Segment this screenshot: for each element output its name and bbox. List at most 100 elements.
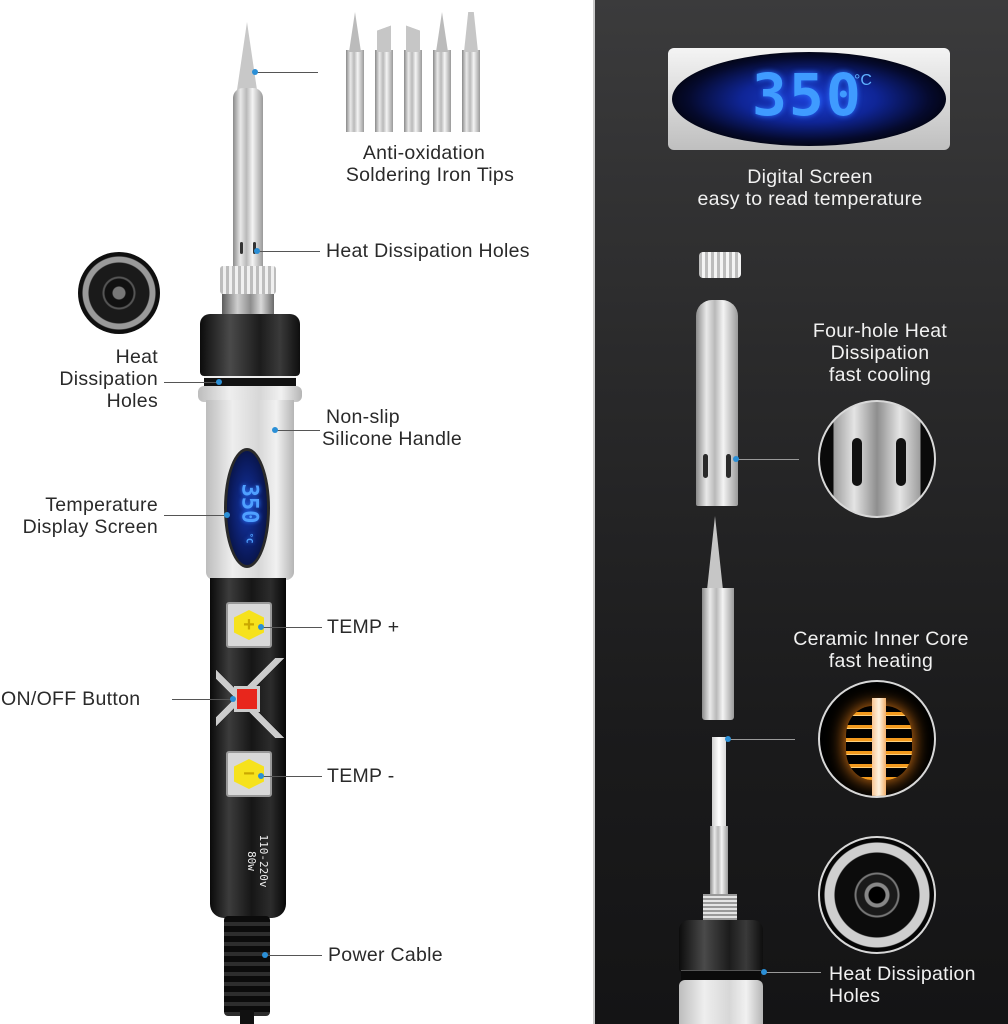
cable (240, 1010, 254, 1024)
iron-tip (237, 22, 257, 90)
ceramic-rod (872, 698, 886, 796)
leader-sleeve-holes (737, 459, 799, 460)
tip-5-point (464, 12, 478, 52)
label-tips: Anti-oxidation Soldering Iron Tips (330, 142, 530, 186)
marker-tip (252, 69, 258, 75)
marker-collar-holes (216, 379, 222, 385)
leader-temp-plus (262, 627, 322, 628)
vent-slot (852, 438, 862, 486)
detail-circle-four-hole (818, 400, 936, 518)
ceramic-core (712, 737, 726, 827)
tip-3-point (406, 16, 420, 52)
marker-barrel-holes (254, 248, 260, 254)
marker-sleeve-holes (733, 456, 739, 462)
label-handle: Non-slip Silicone Handle (322, 406, 486, 450)
label-display-line2: Display Screen (22, 516, 158, 538)
marker-handle (272, 427, 278, 433)
marker-on-off (230, 696, 236, 702)
black-collar (200, 314, 300, 376)
tip-5 (462, 50, 480, 132)
handle-lcd-unit: °C (243, 532, 254, 544)
handle-lcd-value: 350 (236, 483, 262, 524)
silicone-right (679, 980, 763, 1024)
label-display: Temperature Display Screen (0, 494, 158, 538)
digital-screen-oval (672, 52, 946, 146)
collar-vents (204, 376, 296, 388)
thread (703, 894, 737, 922)
knurled-nut (220, 266, 276, 294)
tip-2-point (377, 16, 391, 52)
marker-ceramic (725, 736, 731, 742)
caption-four-hole-line3: fast cooling (828, 364, 932, 386)
leader-power-cable (266, 955, 322, 956)
on-off-button[interactable] (234, 686, 260, 712)
soldering-tip (702, 588, 734, 720)
strain-relief (224, 916, 270, 1016)
detail-circle-ceramic (818, 680, 936, 798)
tip-set (340, 10, 490, 135)
silicone-handle (198, 386, 302, 402)
caption-ceramic: Ceramic Inner Core fast heating (771, 628, 991, 672)
digital-screen-unit: °C (854, 72, 872, 89)
label-heat-holes-top: Heat Dissipation Holes (326, 240, 530, 262)
collar-vents-right (681, 970, 761, 980)
marker-display (224, 512, 230, 518)
tip-1-point (349, 12, 361, 52)
tip-4 (433, 50, 451, 132)
minus-icon: − (243, 762, 255, 785)
rating-power: 80w (245, 851, 258, 871)
label-power-cable: Power Cable (328, 944, 443, 966)
label-display-line1: Temperature (45, 494, 158, 516)
plus-icon: + (243, 613, 255, 636)
leader-barrel-holes (258, 251, 320, 252)
caption-digital-line1: Digital Screen (747, 166, 873, 188)
caption-ceramic-line2: fast heating (828, 650, 934, 672)
label-heat-holes-line2: Dissipation (59, 368, 158, 390)
caption-heat-holes: Heat Dissipation Holes (829, 963, 1008, 1007)
cap-nut (699, 252, 741, 278)
label-handle-line1: Non-slip (326, 406, 400, 428)
sleeve-hole (726, 454, 731, 478)
digital-screen-value: 350 (752, 61, 863, 129)
caption-four-hole-line2: Dissipation (830, 342, 930, 364)
tip-point (707, 516, 723, 590)
label-temp-minus: TEMP - (327, 765, 395, 787)
caption-heat-holes-line2: Holes (829, 985, 881, 1007)
leader-temp-minus (262, 776, 322, 777)
label-tips-line1: Anti-oxidation (362, 142, 486, 164)
label-handle-line2: Silicone Handle (322, 428, 463, 450)
leader-display (164, 515, 228, 516)
feature-panel-right: 350 °C Digital Screen easy to read tempe… (593, 0, 1008, 1024)
tip-3 (404, 50, 422, 132)
caption-four-hole: Four-hole Heat Dissipation fast cooling (785, 320, 975, 386)
marker-temp-minus (258, 773, 264, 779)
temp-minus-button[interactable]: − (234, 759, 264, 789)
marker-power-cable (262, 952, 268, 958)
sleeve-hole (703, 454, 708, 478)
marker-collar-right (761, 969, 767, 975)
caption-four-hole-line1: Four-hole Heat (812, 320, 948, 342)
black-collar-right (679, 920, 763, 972)
tip-1 (346, 50, 364, 132)
core-shaft (710, 826, 728, 896)
digital-screen-frame: 350 °C (668, 48, 950, 150)
label-tips-line2: Soldering Iron Tips (345, 164, 515, 186)
rating-text: 110-220v 80w (239, 831, 270, 891)
leader-collar-holes (164, 382, 220, 383)
detail-circle-vents-right (818, 836, 936, 954)
label-on-off: ON/OFF Button (1, 688, 141, 710)
marker-temp-plus (258, 624, 264, 630)
tip-2 (375, 50, 393, 132)
leader-handle (276, 430, 320, 431)
tip-4-point (436, 12, 448, 52)
leader-collar-right (765, 972, 821, 973)
barrel-hole (240, 242, 243, 254)
handle-lcd: 350 °C (224, 448, 270, 568)
rating-voltage: 110-220v (257, 834, 270, 888)
label-heat-holes-side: Heat Dissipation Holes (20, 346, 158, 412)
caption-digital-line2: easy to read temperature (697, 188, 923, 210)
label-heat-holes-line1: Heat (115, 346, 158, 368)
caption-digital-screen: Digital Screen easy to read temperature (655, 166, 965, 210)
label-temp-plus: TEMP + (327, 616, 400, 638)
label-heat-holes-line3: Holes (106, 390, 158, 412)
